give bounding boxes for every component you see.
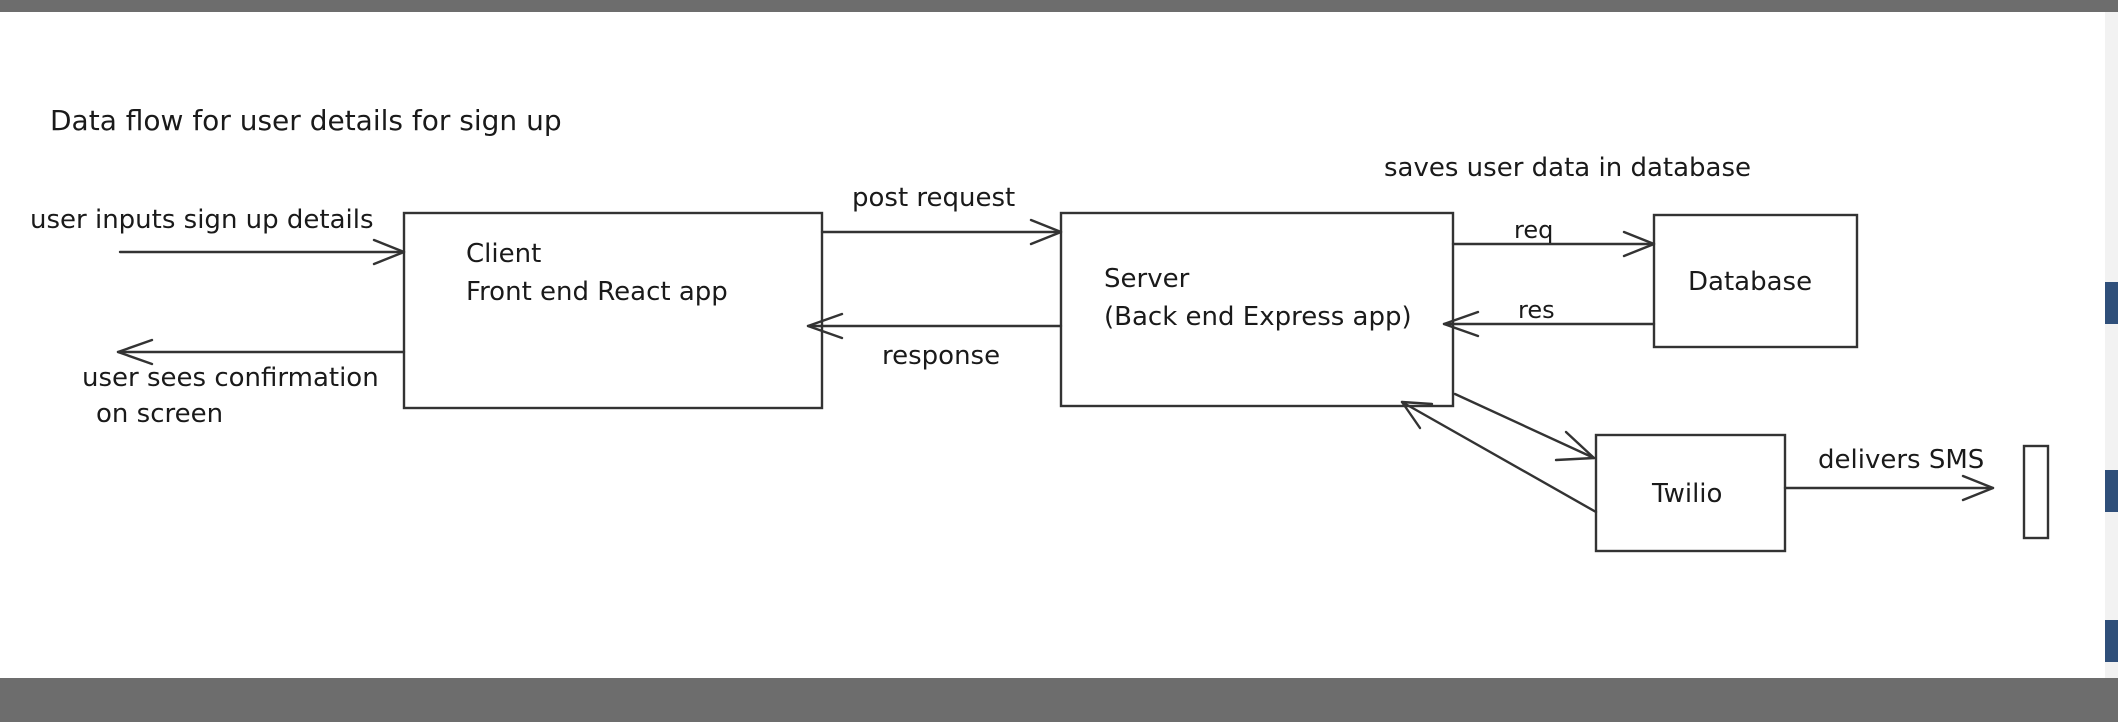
user-inputs-label: user inputs sign up details [30, 205, 374, 235]
saves-user-data-label: saves user data in database [1384, 153, 1751, 183]
database-label: Database [1688, 267, 1812, 297]
arrow-twilio-to-server [1400, 400, 1598, 514]
arrow-response [806, 312, 1063, 340]
arrow-delivers-sms [1783, 474, 1995, 502]
phone-box [2022, 444, 2050, 540]
delivers-sms-label: delivers SMS [1818, 445, 1984, 475]
req-label: req [1514, 216, 1553, 244]
arrow-res [1442, 310, 1656, 338]
arrow-server-to-twilio [1453, 392, 1596, 462]
server-label: Server [1104, 264, 1190, 294]
client-box [402, 211, 824, 410]
arrow-client-to-user [116, 338, 406, 366]
database-box [1652, 213, 1859, 349]
side-panel-tab[interactable] [2105, 282, 2118, 324]
user-sees-label: user sees confirmation [82, 363, 379, 393]
client-sublabel: Front end React app [466, 277, 728, 307]
twilio-box [1594, 433, 1787, 553]
res-label: res [1518, 296, 1555, 324]
arrow-user-to-client [118, 238, 406, 266]
side-panel-tab[interactable] [2105, 620, 2118, 662]
diagram-title: Data flow for user details for sign up [50, 104, 562, 137]
server-box [1059, 211, 1455, 408]
arrow-post-request [820, 218, 1063, 246]
user-sees-label-line2: on screen [96, 399, 223, 429]
client-label: Client [466, 239, 541, 269]
arrow-req [1451, 230, 1656, 258]
post-request-label: post request [852, 183, 1015, 213]
side-panel-tab[interactable] [2105, 470, 2118, 512]
server-sublabel: (Back end Express app) [1104, 302, 1412, 332]
twilio-label: Twilio [1651, 479, 1722, 509]
response-label: response [882, 341, 1000, 371]
